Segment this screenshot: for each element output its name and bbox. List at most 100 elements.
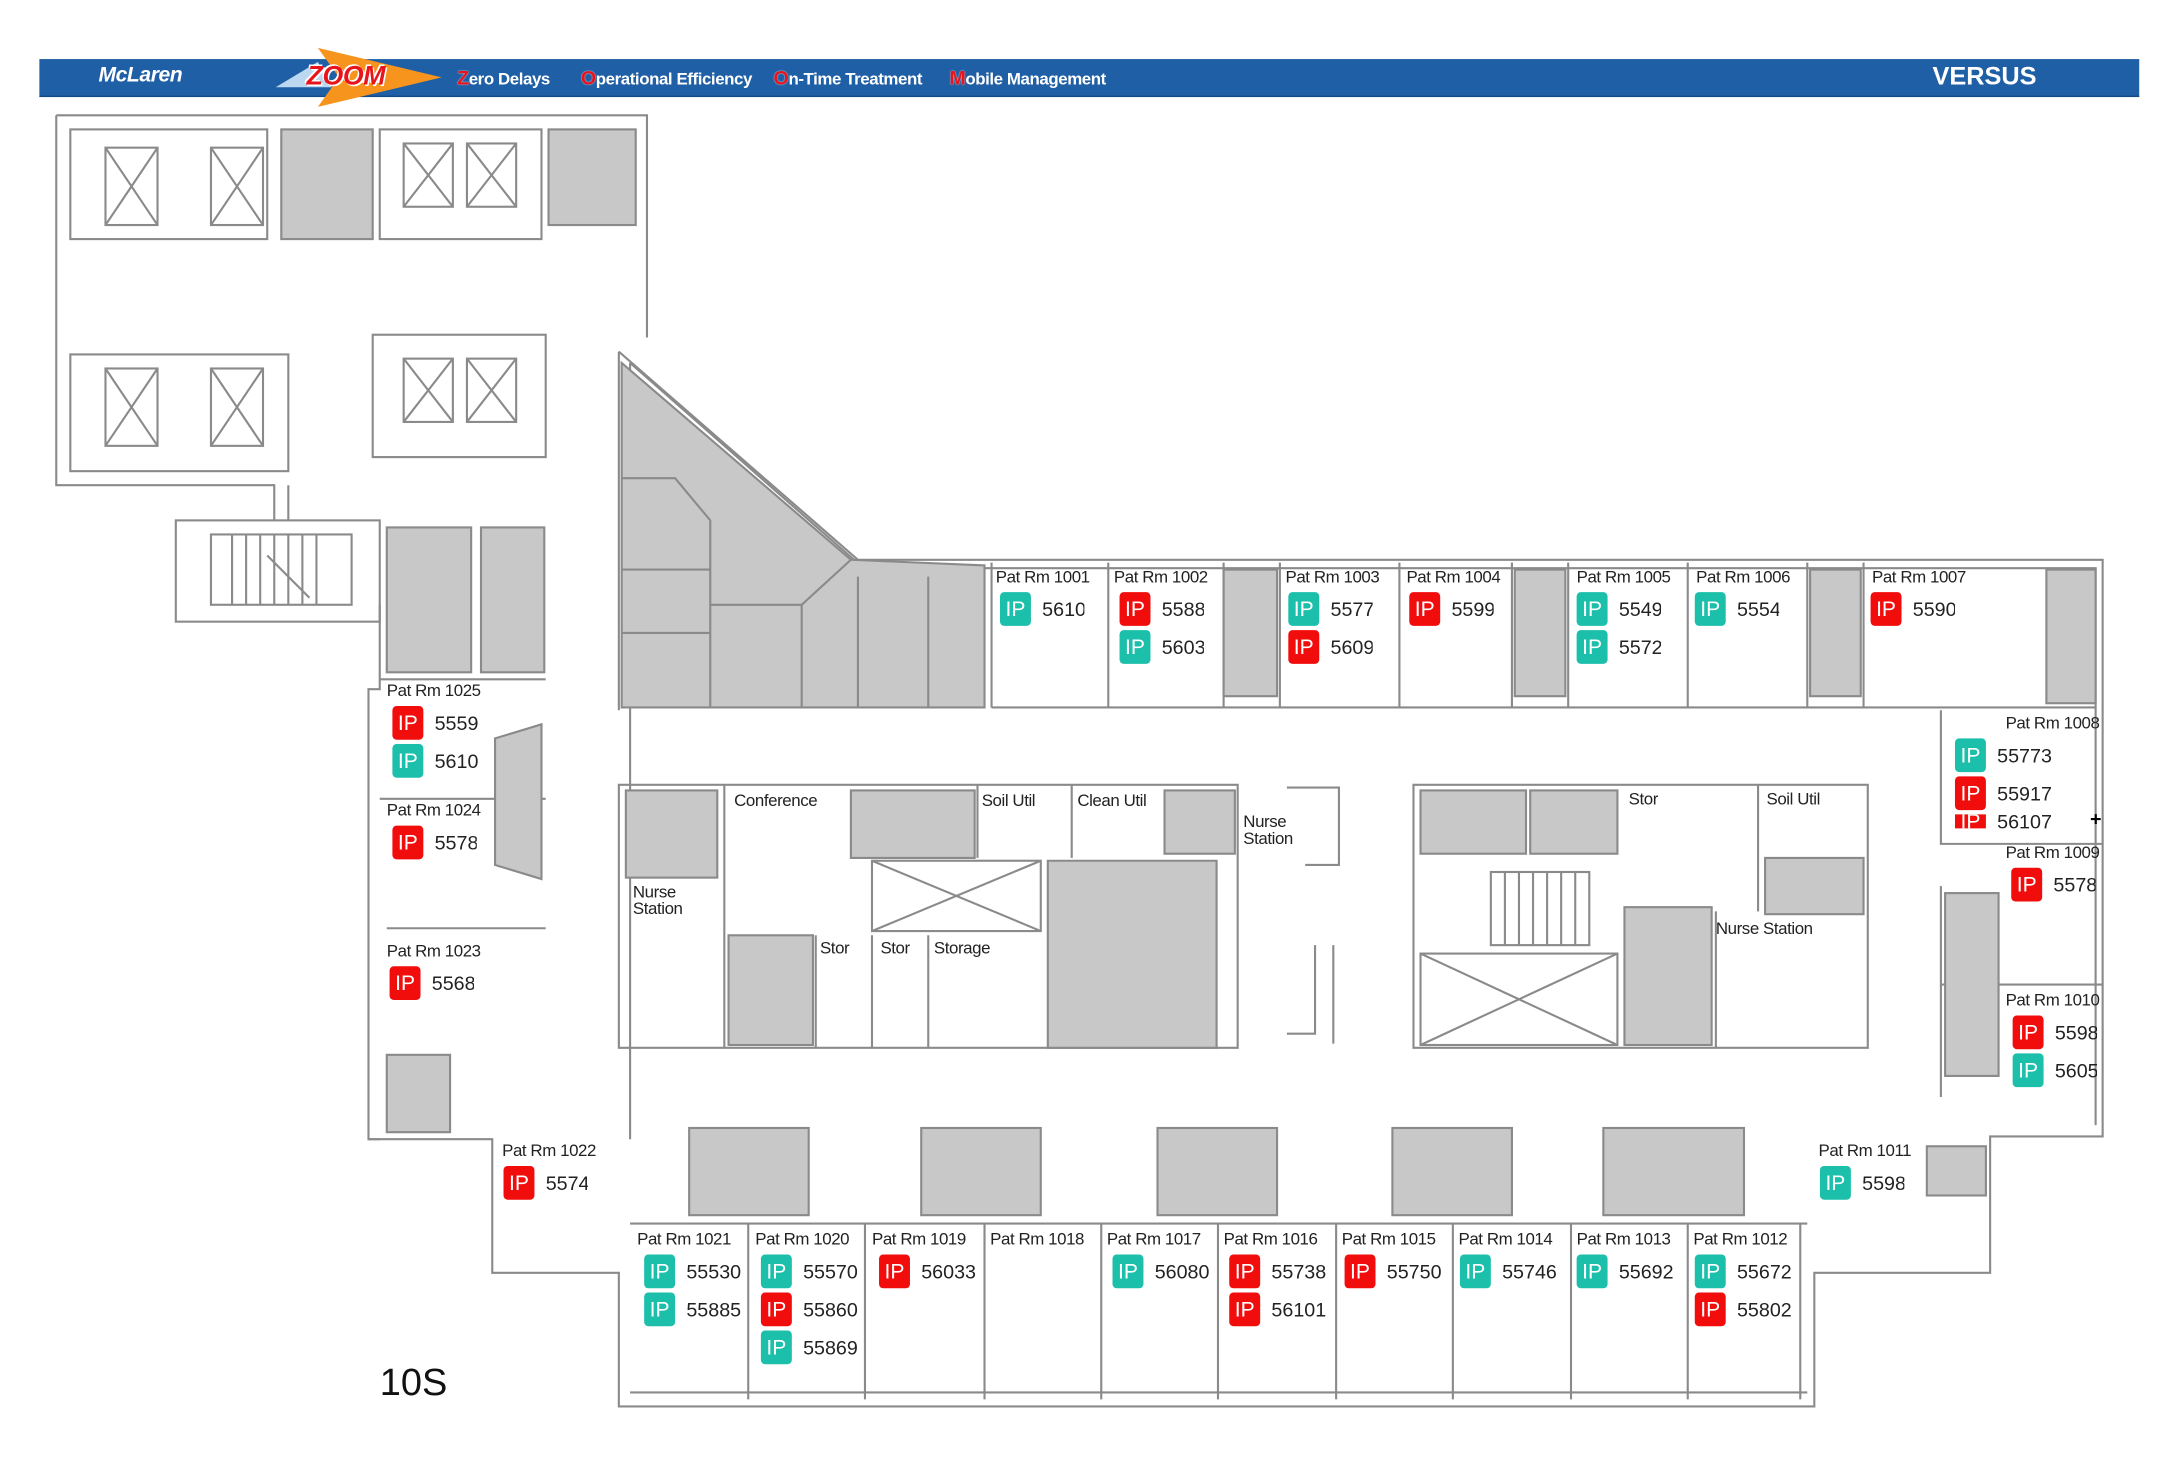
area-nurse-station: Nurse Station bbox=[632, 881, 683, 919]
patient-id: 55880 bbox=[1161, 597, 1204, 621]
patient-status-badge[interactable]: IP bbox=[999, 592, 1031, 626]
patient-entry[interactable]: IP 56080 bbox=[1112, 1254, 1210, 1289]
patient-status-badge[interactable]: IP bbox=[1229, 1292, 1261, 1327]
versus-logo: VERSUS bbox=[1932, 61, 2037, 91]
pillar-zero-delays: Zero Delays bbox=[457, 66, 550, 89]
patient-entry[interactable]: IP 55880 bbox=[1119, 592, 1204, 626]
patient-id: 56080 bbox=[1154, 1260, 1210, 1283]
patient-status-badge[interactable]: IP bbox=[1954, 814, 1986, 829]
patient-status-badge[interactable]: IP bbox=[2012, 1015, 2044, 1050]
patient-id: 55748 bbox=[545, 1171, 588, 1195]
patient-status-badge[interactable]: IP bbox=[1288, 592, 1320, 626]
patient-id: 55869 bbox=[803, 1336, 858, 1359]
patient-status-badge[interactable]: IP bbox=[1954, 776, 1986, 811]
patient-entry[interactable]: IP 5578 bbox=[2011, 867, 2096, 902]
patient-status-badge[interactable]: IP bbox=[1694, 1292, 1726, 1327]
patient-entry[interactable]: IP56102 bbox=[999, 592, 1084, 626]
patient-status-badge[interactable]: IP bbox=[1694, 592, 1726, 626]
patient-status-badge[interactable]: IP bbox=[392, 744, 424, 778]
patient-status-badge[interactable]: IP bbox=[1112, 1254, 1144, 1289]
patient-status-badge[interactable]: IP bbox=[1954, 738, 1986, 773]
patient-entry[interactable]: IP 56096 bbox=[1288, 630, 1373, 664]
patient-id: 56096 bbox=[1330, 635, 1373, 659]
patient-entry[interactable]: IP56030 bbox=[1119, 630, 1204, 664]
patient-status-badge[interactable]: IP bbox=[760, 1292, 792, 1327]
patient-entry[interactable]: IP 55672 bbox=[1694, 1254, 1792, 1289]
patient-entry[interactable]: IP55774 bbox=[1288, 592, 1373, 626]
area-stor: Stor bbox=[819, 938, 850, 958]
patient-entry[interactable]: IP 55748 bbox=[503, 1165, 588, 1200]
patient-status-badge[interactable]: IP bbox=[760, 1254, 792, 1289]
patient-status-badge[interactable]: IP bbox=[1694, 1254, 1726, 1289]
room-label: Pat Rm 1025 bbox=[386, 680, 481, 701]
patient-status-badge[interactable]: IP bbox=[1576, 592, 1608, 626]
patient-id: 55672 bbox=[1736, 1260, 1792, 1283]
patient-status-badge[interactable]: IP bbox=[1288, 630, 1320, 664]
patient-status-badge[interactable]: IP bbox=[1409, 592, 1441, 626]
room-label: Pat Rm 1004 bbox=[1406, 566, 1501, 587]
patient-id: 55917 bbox=[1997, 781, 2052, 805]
patient-entry[interactable]: IP55498 bbox=[1576, 592, 1661, 626]
room-label: Pat Rm 1013 bbox=[1576, 1229, 1671, 1249]
patient-status-badge[interactable]: IP bbox=[503, 1165, 535, 1200]
room-label: Pat Rm 1016 bbox=[1223, 1229, 1318, 1249]
patient-status-badge[interactable]: IP bbox=[760, 1330, 792, 1365]
patient-status-badge[interactable]: IP bbox=[1819, 1165, 1851, 1200]
room-label: Pat Rm 1019 bbox=[871, 1229, 966, 1249]
patient-entry[interactable]: IP 56033 bbox=[879, 1254, 976, 1289]
patient-status-badge[interactable]: IP bbox=[389, 966, 421, 1000]
patient-entry[interactable]: IP55997 bbox=[1409, 592, 1494, 626]
patient-status-badge[interactable]: IP bbox=[879, 1254, 910, 1289]
patient-status-badge[interactable]: IP bbox=[2011, 867, 2043, 902]
patient-status-badge[interactable]: IP bbox=[644, 1254, 676, 1289]
room-label: Pat Rm 1002 bbox=[1113, 566, 1208, 587]
area-nurse-station: Nurse Station bbox=[1243, 811, 1293, 849]
patient-status-badge[interactable]: IP bbox=[1870, 592, 1902, 626]
header-bar: McLaren ZOOM Zero Delays Operational Eff… bbox=[39, 47, 2140, 107]
patient-status-badge[interactable]: IP bbox=[1119, 592, 1151, 626]
patient-id: 5578 bbox=[2053, 873, 2096, 896]
patient-id: 55725 bbox=[1618, 635, 1661, 659]
patient-id: 56033 bbox=[921, 1260, 976, 1283]
patient-status-badge[interactable]: IP bbox=[1576, 1254, 1608, 1289]
patient-entry[interactable]: IP 5605 bbox=[2012, 1053, 2098, 1088]
patient-entry[interactable]: IP 55917 bbox=[1954, 776, 2052, 811]
patient-status-badge[interactable]: IP bbox=[1229, 1254, 1261, 1289]
patient-status-badge[interactable]: IP bbox=[1119, 630, 1151, 664]
patient-status-badge[interactable]: IP bbox=[392, 825, 424, 860]
floor-label: 10S bbox=[379, 1361, 448, 1404]
patient-status-badge[interactable]: IP bbox=[1344, 1254, 1376, 1289]
mclaren-logo: McLaren bbox=[98, 63, 183, 88]
room-label: Pat Rm 1021 bbox=[637, 1229, 732, 1249]
patient-entry[interactable]: IP 55869 bbox=[760, 1330, 858, 1365]
patient-status-badge[interactable]: IP bbox=[1576, 630, 1608, 664]
patient-status-badge[interactable]: IP bbox=[392, 706, 424, 740]
patient-entry[interactable]: IP55549 bbox=[1694, 592, 1779, 626]
patient-entry[interactable]: IP 55725 bbox=[1576, 630, 1661, 664]
patient-entry[interactable]: IP55981 bbox=[1819, 1165, 1904, 1200]
more-patients-icon[interactable]: + bbox=[2089, 807, 2102, 830]
patient-id: 5605 bbox=[2054, 1059, 2098, 1082]
patient-status-badge[interactable]: IP bbox=[644, 1292, 676, 1327]
patient-status-badge[interactable]: IP bbox=[1459, 1254, 1491, 1289]
patient-entry[interactable]: IP55902 bbox=[1870, 592, 1955, 626]
zoom-logo: ZOOM bbox=[306, 61, 386, 92]
patient-status-badge[interactable]: IP bbox=[2012, 1053, 2044, 1088]
